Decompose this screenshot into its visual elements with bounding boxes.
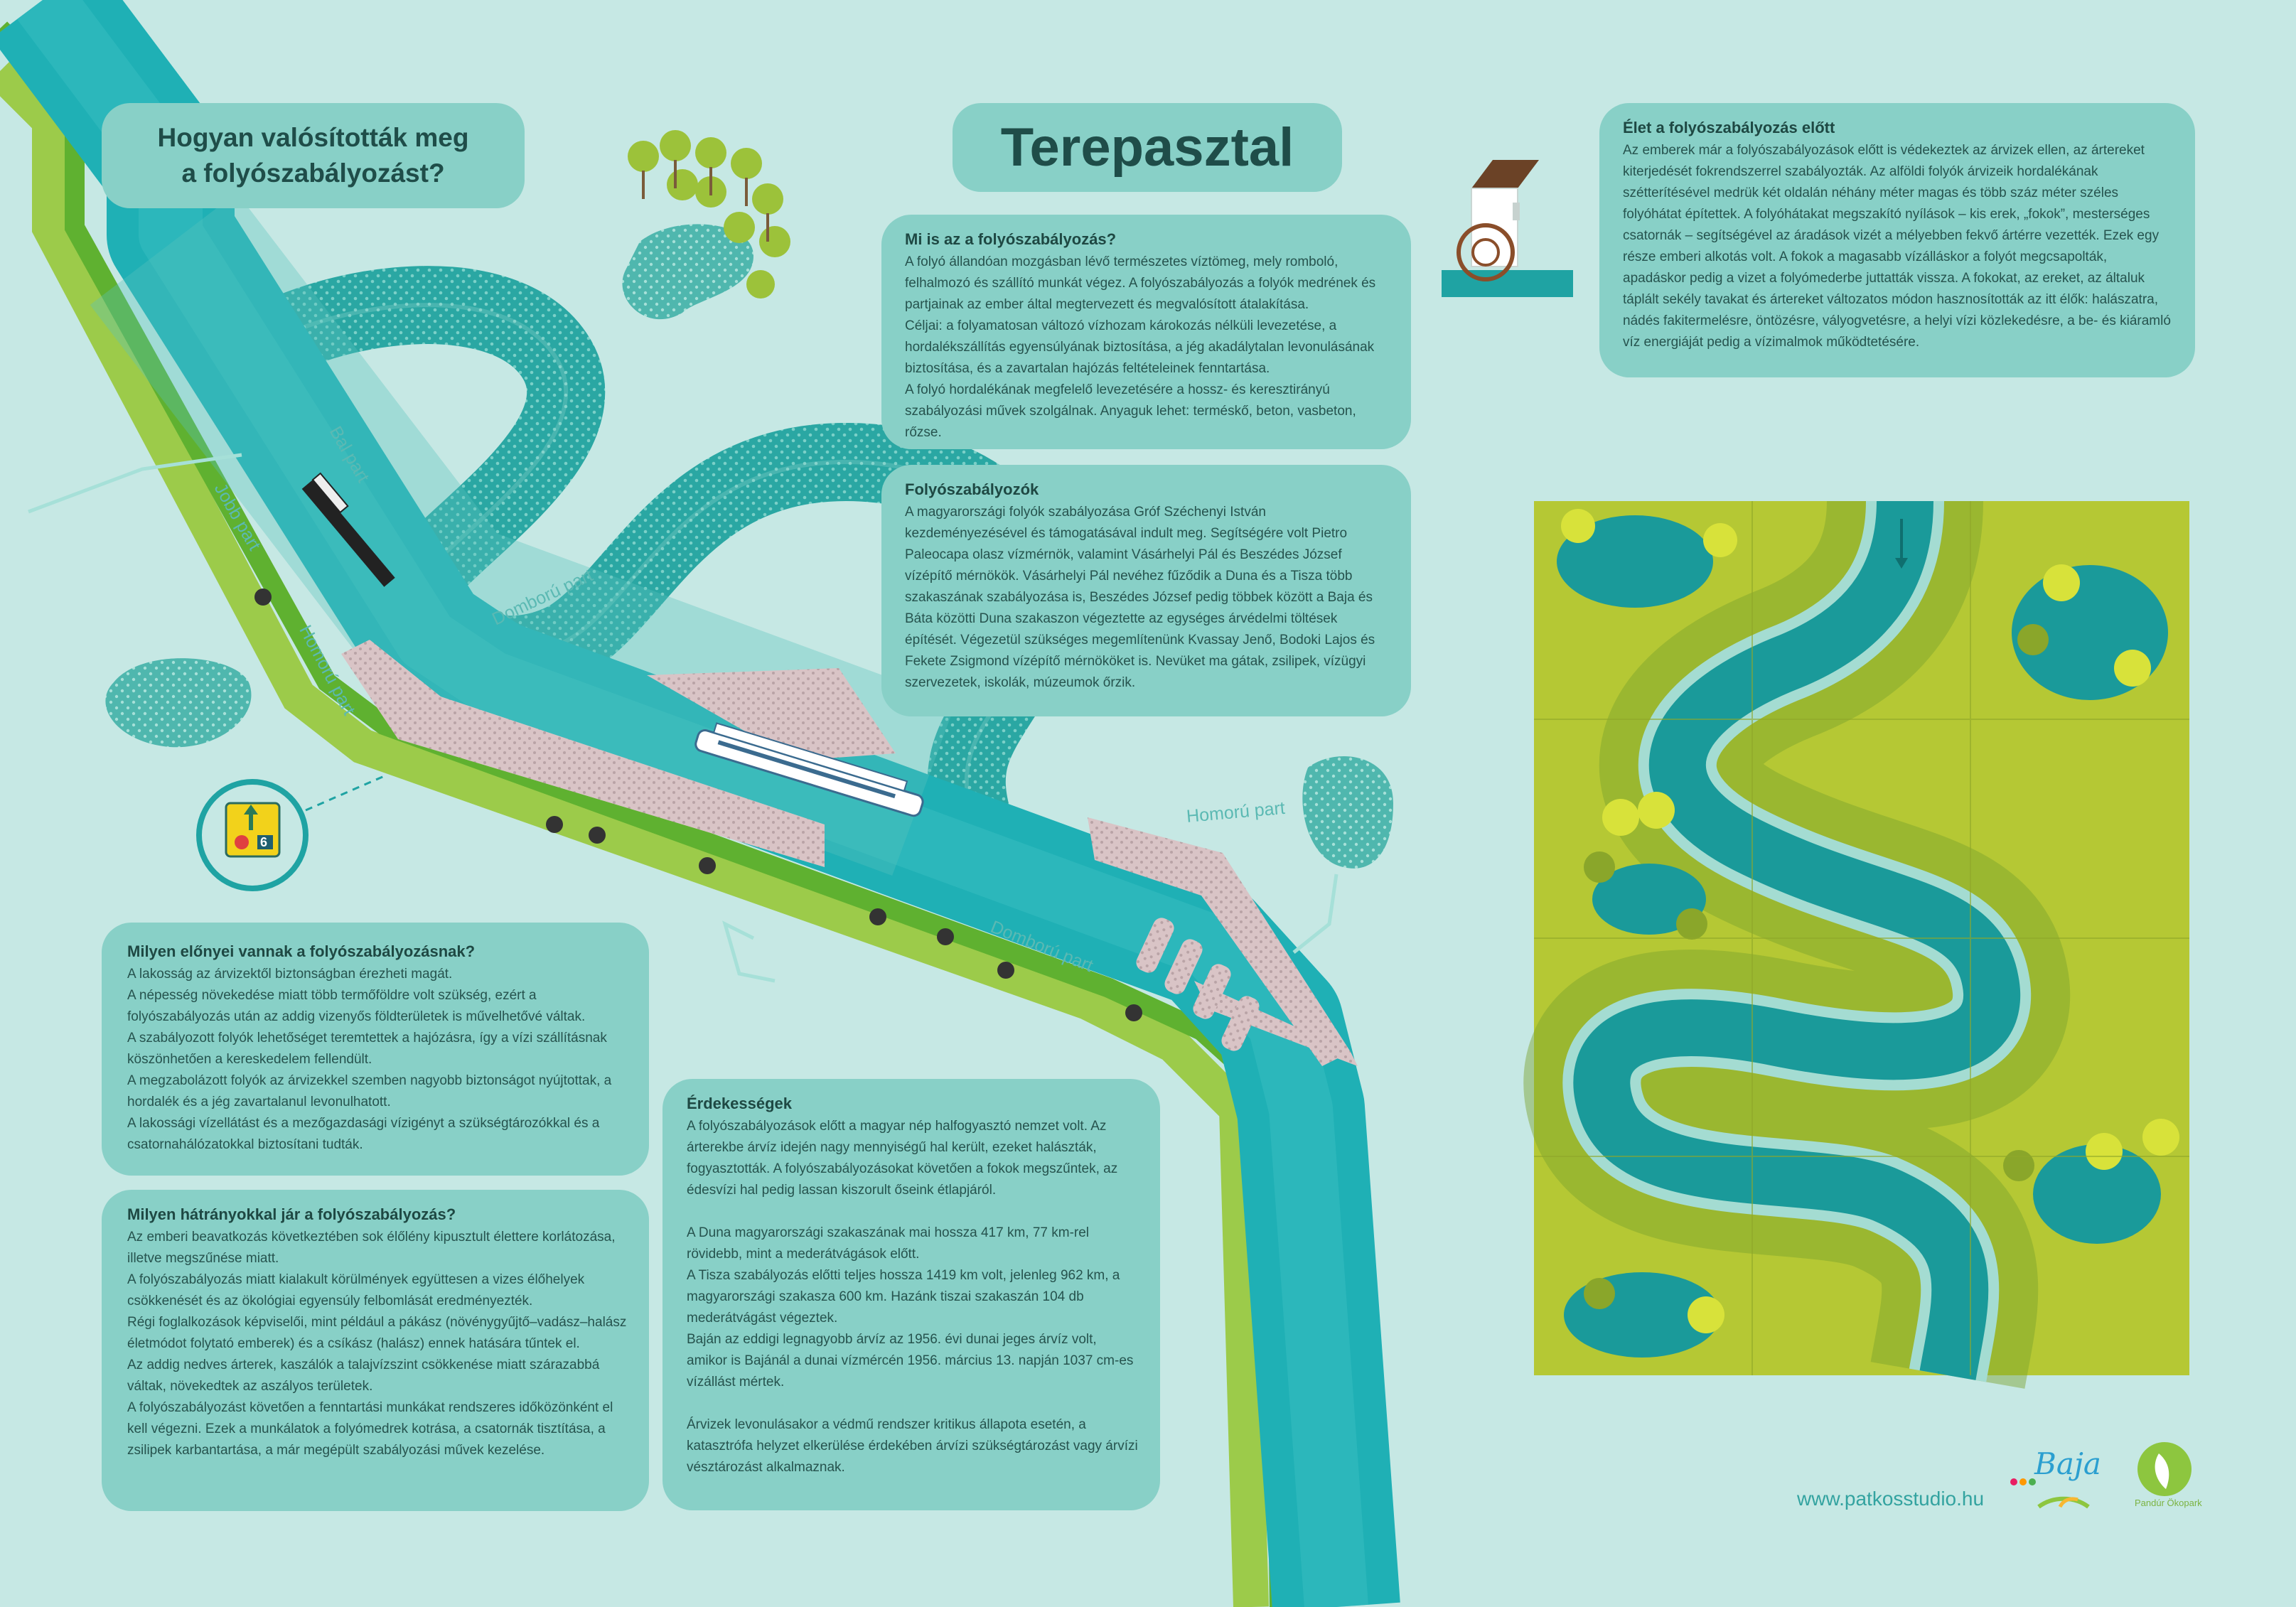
cyclists [254,588,1142,1021]
panel-heading: Élet a folyószabályozás előtt [1623,119,1835,136]
panel-paragraph: A Duna magyarországi szakaszának mai hos… [687,1225,1090,1262]
groynes [1136,918,1260,1051]
panel-paragraph: A folyószabályozást követően a fenntartá… [127,1400,613,1458]
panel-paragraph: A folyó állandóan mozgásban lévő termész… [905,254,1376,312]
watermill-illustration [1442,160,1573,297]
ship-barge [301,472,395,587]
panel-paragraph: A lakossági vízellátást és a mezőgazdasá… [127,1116,600,1152]
panel-paragraph: A folyószabályozás miatt kialakult körül… [127,1272,585,1308]
lake-1 [105,658,252,748]
gravel-embankment-1 [341,640,825,867]
panel-paragraph: Az emberi beavatkozás következtében sok … [127,1230,616,1266]
panel-paragraph: A folyó hordalékának megfelelő levezetés… [905,382,1356,440]
title-how-line2: a folyószabályozást? [181,158,445,188]
panel-paragraph: Baján az eddigi legnagyobb árvíz az 1956… [687,1332,1134,1390]
panel-heading: Milyen hátrányokkal jár a folyószabályoz… [127,1205,456,1223]
ship-passenger [694,722,924,817]
panel-elet-elott: Élet a folyószabályozás előtt Az emberek… [1599,103,2195,377]
panel-heading: Milyen előnyei vannak a folyószabályozás… [127,942,476,960]
panel-mi-is-az: Mi is az a folyószabályozás? A folyó áll… [881,215,1411,449]
panel-paragraph: A folyószabályozások előtt a magyar nép … [687,1119,1118,1198]
panel-folyoszabalyozok: Folyószabályozók A magyarországi folyók … [881,465,1411,716]
pandur-ecopark-logo-icon [2137,1442,2192,1496]
sign-number: 6 [260,835,268,849]
section-title-how: Hogyan valósították meg a folyószabályoz… [102,103,525,208]
panel-paragraph: Az addig nedves árterek, kaszálók a tala… [127,1358,600,1394]
panel-paragraph: Az emberek már a folyószabályozások előt… [1623,143,2171,350]
lake-2 [622,224,753,320]
gravel-embankment-2 [647,668,896,760]
panel-elonyok: Milyen előnyei vannak a folyószabályozás… [102,923,649,1176]
panel-heading: Érdekességek [687,1095,792,1112]
panel-paragraph: Céljai: a folyamatosan változó vízhozam … [905,318,1375,376]
panel-erdekessegek: Érdekességek A folyószabályozások előtt … [662,1079,1160,1510]
title-how-line1: Hogyan valósították meg [157,123,469,152]
panel-paragraph: A Tisza szabályozás előtti teljes hossza… [687,1268,1120,1326]
gravel-embankment-3 [1088,817,1351,1066]
page-title: Terepasztal [953,103,1342,192]
right-bank-strip [0,58,1269,1607]
panel-paragraph: A népesség növekedése miatt több termőfö… [127,988,586,1024]
meander-board [1523,499,2189,1390]
panel-hatranyok: Milyen hátrányokkal jár a folyószabályoz… [102,1190,649,1511]
panel-paragraph: A lakosság az árvizektől biztonságban ér… [127,967,453,982]
panel-heading: Folyószabályozók [905,480,1039,498]
website-link[interactable]: www.patkosstudio.hu [1797,1488,1985,1510]
panel-paragraph: A szabályozott folyók lehetőséget teremt… [127,1031,607,1067]
tree-cluster [628,130,790,299]
panel-paragraph: A magyarországi folyók szabályozása Gróf… [905,505,1375,690]
lake-3 [1302,756,1393,869]
panel-paragraph: A megzabolázott folyók az árvizekkel sze… [127,1073,612,1109]
baja-logo-text: Baja [2034,1446,2101,1481]
pandur-ecopark-logo-text: Pandúr Ökopark [2135,1498,2202,1508]
panel-paragraph: Régi foglalkozások képviselői, mint péld… [127,1315,627,1351]
baja-logo-icon [2010,1478,2090,1509]
panel-paragraph: Árvizek levonulásakor a védmű rendszer k… [687,1417,1138,1475]
panel-heading: Mi is az a folyószabályozás? [905,230,1117,248]
gravel-embankment-4 [1194,981,1358,1066]
